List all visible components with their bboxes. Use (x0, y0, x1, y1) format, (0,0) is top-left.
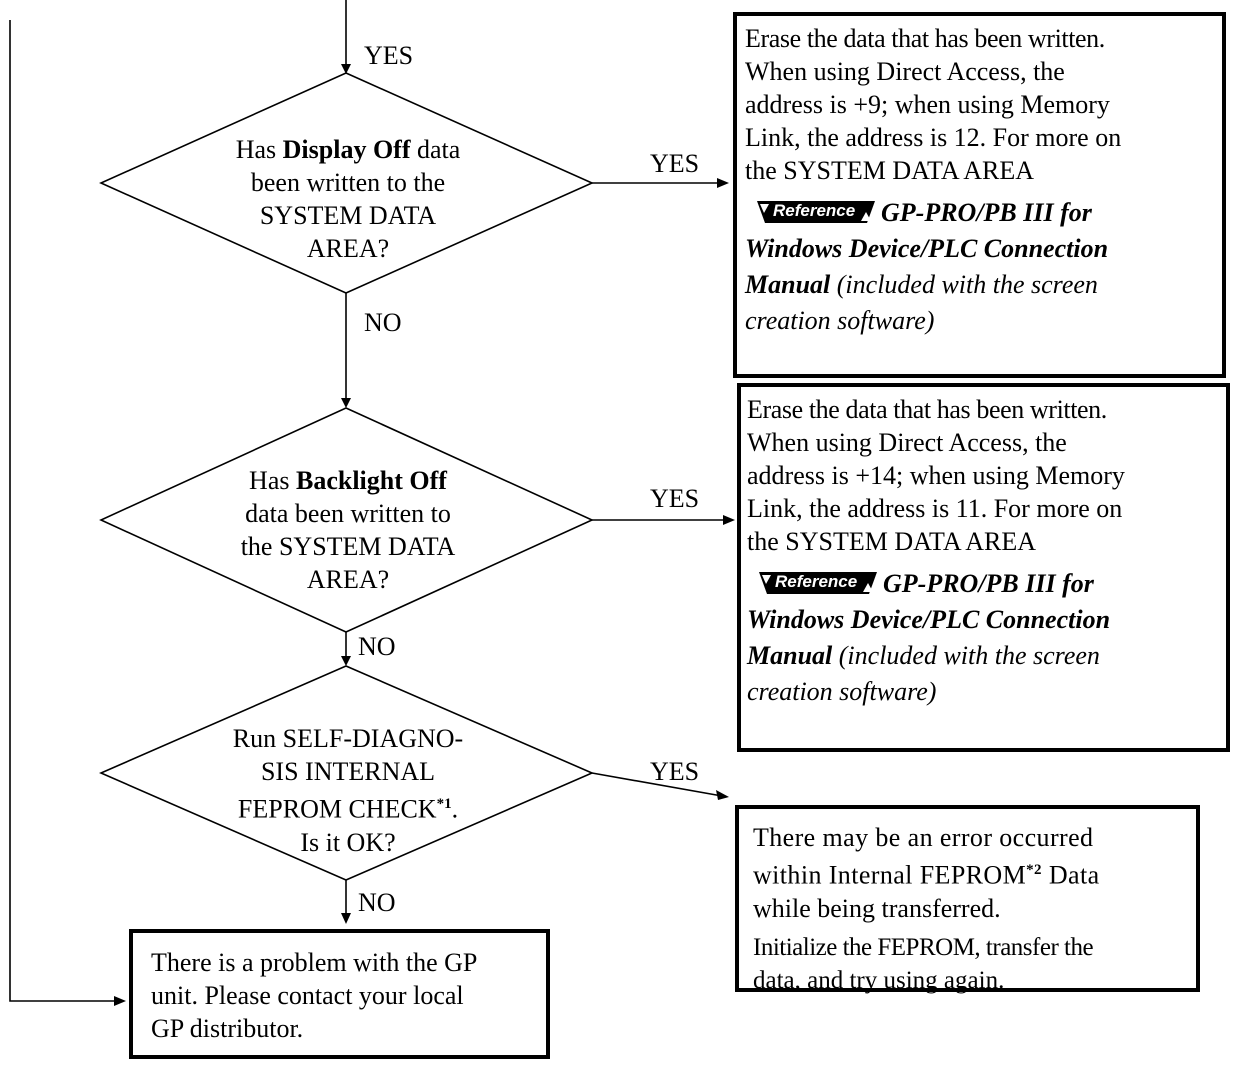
box-2-line3: address is +14; when using Memory (747, 461, 1125, 490)
final-box-line3: GP distributor. (151, 1014, 304, 1043)
decision-3-line1: Run SELF-DIAGNO- (232, 724, 464, 753)
decision-3-yes-line (591, 772, 723, 797)
left-return-line (9, 20, 118, 1002)
arrowhead-yes-2 (723, 515, 735, 525)
decision-2-line3: the SYSTEM DATA (240, 532, 456, 561)
result-box-feprom-error: There may be an error occurred within In… (735, 805, 1200, 994)
box-1-line3: address is +9; when using Memory (745, 90, 1110, 119)
decision-2-pre: Has (249, 466, 296, 495)
reference-badge: Reference (757, 201, 875, 223)
reference-badge: Reference (759, 572, 877, 594)
decision-3-line2: SIS INTERNAL (260, 757, 436, 786)
decision-1-text: Has Display Off data been written to the… (196, 133, 500, 265)
decision-2-line4: AREA? (306, 565, 390, 594)
decision-1-line3: SYSTEM DATA (259, 201, 437, 230)
box-3-line5: data, and try using again. (753, 966, 1005, 994)
box-1-ref-note-a: (included with the screen (830, 270, 1098, 299)
box-2-line1: Erase the data that has been written. (747, 395, 1107, 424)
box-3-line3: while being transferred. (753, 893, 1001, 923)
final-box-line2: unit. Please contact your local (151, 981, 464, 1010)
box-1-line1: Erase the data that has been written. (745, 24, 1105, 53)
box-3-footnote-marker: *2 (1026, 862, 1042, 878)
box-2-line4: Link, the address is 11. For more on (747, 494, 1123, 523)
arrowhead-top (341, 64, 351, 74)
box-2-ref-note-a: (included with the screen (832, 641, 1100, 670)
label-no-2: NO (358, 632, 396, 661)
box-3-line1: There may be an error occurred (753, 823, 1094, 852)
reference-badge-label: Reference (775, 572, 858, 591)
box-2-line5: the SYSTEM DATA AREA (747, 527, 1036, 556)
label-yes-1: YES (650, 149, 700, 178)
box-1-ref-title-a: GP-PRO/PB III for (881, 198, 1092, 227)
box-1-line5: the SYSTEM DATA AREA (745, 156, 1034, 185)
box-2-ref-title-a: GP-PRO/PB III for (883, 569, 1094, 598)
decision-1-pre: Has (235, 135, 283, 164)
box-3-line2: within Internal FEPROM (753, 860, 1027, 890)
arrowhead-return (114, 996, 126, 1006)
decision-1-bold: Display Off (282, 135, 411, 164)
box-1-ref-title-c: Manual (745, 270, 831, 299)
arrowhead-yes-3 (716, 790, 729, 800)
result-box-contact-distributor: There is a problem with the GP unit. Ple… (129, 929, 550, 1059)
box-3-line4: Initialize the FEPROM, transfer the (753, 933, 1094, 961)
decision-3-line3-end: . (451, 794, 459, 824)
decision-3-footnote-marker: *1 (436, 796, 452, 812)
box-2-ref-title-c: Manual (747, 641, 833, 670)
box-2-ref-note-b: creation software) (747, 677, 937, 706)
final-box-line1: There is a problem with the GP (151, 948, 478, 977)
arrowhead-no-1 (341, 398, 351, 408)
decision-2-line2: data been written to (245, 499, 451, 528)
result-box-backlight-off: Erase the data that has been written. Wh… (737, 383, 1230, 752)
decision-1-line4: AREA? (306, 234, 390, 263)
decision-1-line2: been written to the (250, 168, 446, 197)
label-yes-2: YES (650, 484, 700, 513)
label-yes-3: YES (650, 757, 700, 786)
decision-1-post: data (410, 135, 461, 164)
box-3-line2-end: Data (1041, 860, 1100, 890)
label-no-1: NO (364, 308, 402, 337)
arrowhead-no-3 (341, 913, 351, 924)
reference-badge-label: Reference (773, 201, 856, 220)
result-box-display-off: Erase the data that has been written. Wh… (733, 12, 1226, 378)
box-1-line2: When using Direct Access, the (745, 57, 1065, 86)
decision-2-text: Has Backlight Off data been written to t… (196, 464, 500, 596)
arrowhead-no-2 (341, 656, 351, 666)
box-2-line2: When using Direct Access, the (747, 428, 1067, 457)
box-1-ref-title-b: Windows Device/PLC Connection (745, 234, 1109, 263)
label-yes-top: YES (364, 41, 414, 70)
decision-3-line3: FEPROM CHECK (237, 794, 437, 824)
label-no-3: NO (358, 888, 396, 917)
decision-3-line4: Is it OK? (300, 827, 396, 857)
decision-2-bold: Backlight Off (295, 466, 447, 495)
box-1-ref-note-b: creation software) (745, 306, 935, 335)
box-1-line4: Link, the address is 12. For more on (745, 123, 1122, 152)
decision-3-text: Run SELF-DIAGNO- SIS INTERNAL FEPROM CHE… (196, 722, 500, 859)
arrowhead-yes-1 (717, 178, 729, 188)
box-2-ref-title-b: Windows Device/PLC Connection (747, 605, 1111, 634)
